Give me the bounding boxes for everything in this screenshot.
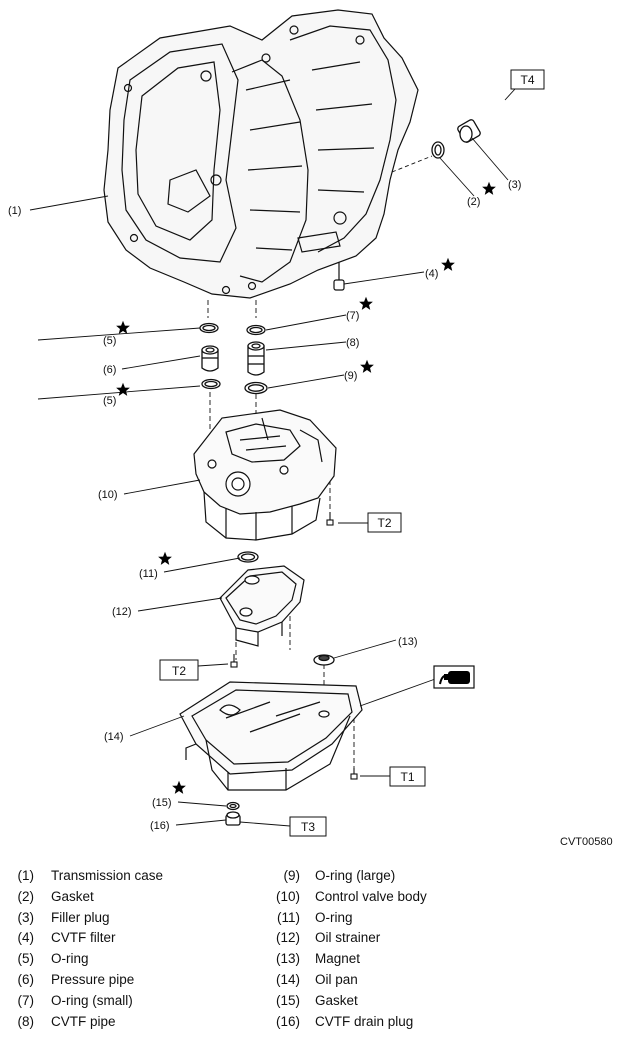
oil-strainer — [219, 565, 305, 647]
torque-tag-t4: T4 — [510, 69, 545, 90]
o-ring-large-9 — [244, 381, 268, 395]
figure-code: CVT00580 — [560, 836, 613, 848]
cvtf-drain-plug — [225, 811, 241, 826]
legend-item: (12)Oil strainer — [275, 930, 381, 946]
legend-item: (15)Gasket — [275, 992, 358, 1008]
o-ring-5-lower — [201, 378, 221, 390]
legend-item: (2)Gasket — [17, 888, 94, 904]
legend-item: (11)O-ring — [276, 909, 353, 925]
svg-text:T1: T1 — [400, 770, 414, 784]
callout-5b: (5) — [103, 395, 116, 407]
callout-12: (12) — [112, 606, 132, 618]
svg-text:T3: T3 — [301, 820, 315, 834]
star-icon — [482, 181, 496, 195]
oil-pan-bolt — [350, 768, 358, 780]
cvtf-pipe — [247, 341, 265, 376]
svg-text:T2: T2 — [377, 516, 391, 530]
callout-10: (10) — [98, 489, 118, 501]
star-icon — [116, 320, 130, 334]
o-ring-5-upper — [199, 322, 219, 334]
exploded-view-diagram: T4 T2 T2 T1 T3 (1) (2) (3) (4) (5) (6) (… — [8, 9, 545, 837]
gasket-2 — [431, 141, 445, 159]
torque-tag-t1: T1 — [389, 766, 426, 787]
legend-right-column: (9)O-ring (large) (10)Control valve body… — [268, 866, 427, 1032]
legend-item: (14)Oil pan — [275, 971, 358, 987]
callout-5a: (5) — [103, 335, 116, 347]
callout-6: (6) — [103, 364, 116, 376]
valve-body-bolt — [326, 512, 334, 526]
callout-14: (14) — [104, 731, 124, 743]
o-ring-small-7 — [246, 324, 266, 336]
o-ring-11 — [237, 551, 259, 563]
legend-item: (10)Control valve body — [275, 888, 427, 904]
callout-9: (9) — [344, 370, 357, 382]
filler-plug — [457, 119, 481, 143]
callout-1: (1) — [8, 205, 21, 217]
callout-15: (15) — [152, 797, 172, 809]
legend-left-column: (1)Transmission case (2)Gasket (3)Filler… — [10, 866, 164, 1032]
callout-labels: (1) (2) (3) (4) (5) (6) (5) (7) (8) (9) … — [8, 179, 521, 832]
star-icon — [441, 257, 455, 271]
star-icon — [172, 780, 186, 794]
legend-item: (6)Pressure pipe — [17, 971, 135, 987]
svg-text:T4: T4 — [520, 73, 534, 87]
callout-16: (16) — [150, 820, 170, 832]
torque-tag-t3: T3 — [289, 816, 327, 837]
gasket-15 — [226, 801, 240, 811]
transmission-case — [103, 9, 433, 299]
callout-7: (7) — [346, 310, 359, 322]
callout-4: (4) — [425, 268, 438, 280]
star-icon — [359, 296, 373, 310]
leader-lines — [29, 88, 516, 827]
callout-3: (3) — [508, 179, 521, 191]
callout-13: (13) — [398, 636, 418, 648]
legend-item: (1)Transmission case — [17, 868, 164, 883]
legend-item: (3)Filler plug — [17, 909, 110, 925]
legend-item: (7)O-ring (small) — [17, 992, 133, 1008]
legend-item: (4)CVTF filter — [17, 930, 116, 946]
torque-tag-t2-valve: T2 — [367, 512, 402, 533]
oil-pan — [179, 681, 363, 791]
callout-8: (8) — [346, 337, 359, 349]
legend-item: (13)Magnet — [275, 951, 361, 967]
star-icon — [116, 382, 130, 396]
fluid-bottle-icon — [433, 665, 475, 689]
callout-11: (11) — [139, 568, 158, 580]
star-icon — [360, 359, 374, 373]
legend-item: (5)O-ring — [17, 951, 89, 967]
strainer-bolt — [230, 654, 238, 668]
svg-text:T2: T2 — [172, 664, 186, 678]
control-valve-body — [193, 409, 337, 541]
legend-item: (16)CVTF drain plug — [275, 1013, 414, 1029]
star-icon — [158, 551, 172, 565]
torque-tag-t2-strainer: T2 — [159, 659, 199, 681]
legend-item: (8)CVTF pipe — [17, 1013, 116, 1029]
callout-2: (2) — [467, 196, 480, 208]
magnet — [313, 654, 335, 666]
cvtf-filter — [333, 262, 345, 291]
legend-item: (9)O-ring (large) — [283, 868, 396, 883]
pressure-pipe — [201, 345, 219, 372]
